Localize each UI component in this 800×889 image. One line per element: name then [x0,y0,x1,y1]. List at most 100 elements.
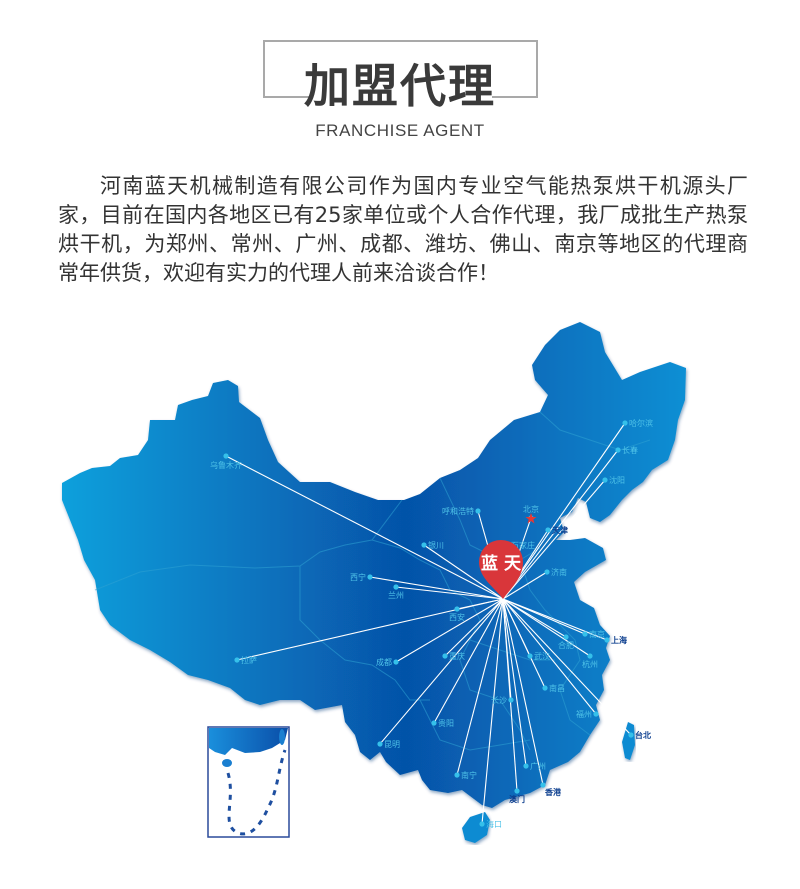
city-label: 西宁 [350,572,366,582]
city-label: 济南 [551,567,567,577]
city-dot[interactable] [615,447,621,453]
taiwan-island-shape [622,722,635,760]
city-label: 石家庄 [511,540,535,550]
city-dot[interactable] [454,606,460,612]
city-dot[interactable] [545,527,551,533]
city-dot[interactable] [582,631,588,637]
city-label: 广州 [530,761,546,771]
connection-line [456,598,504,776]
city-dot[interactable] [544,569,550,575]
city-dot[interactable] [602,477,608,483]
city-label: 福州 [576,710,592,719]
city-label: 拉萨 [241,655,257,665]
city-label: 成都 [376,657,392,667]
city-dot[interactable] [367,574,373,580]
city-label: 乌鲁木齐 [210,460,242,470]
page-subtitle: FRANCHISE AGENT [315,121,485,140]
connection-line [444,598,504,657]
connection-line [502,598,591,657]
city-label: 呼和浩特 [442,506,474,516]
city-dot[interactable] [479,821,485,827]
title-frame-right-tail [492,96,538,98]
city-label: 重庆 [449,651,465,661]
connection-line [502,479,606,600]
title-frame [263,40,538,98]
china-mainland-shape [62,322,686,808]
connection-line [502,598,544,786]
province-borders [94,411,651,751]
city-label: 哈尔滨 [629,418,653,428]
city-label: 昆明 [384,740,400,749]
city-label: 杭州 [582,659,598,669]
city-dot[interactable] [563,634,569,640]
china-agent-map: 乌鲁木齐呼和浩特 北京天津石家庄 银川济南西宁兰州西安 哈尔滨长春沈阳拉萨 成都 重庆 武汉… [0,300,800,889]
city-dot[interactable] [622,420,628,426]
city-dot[interactable] [587,653,593,659]
connection-line [502,422,626,600]
connection-line [433,598,504,724]
city-label: 合肥 [558,640,574,650]
connection-line [502,598,632,736]
city-label: 贵阳 [438,718,454,728]
pin-label: 蓝 天 [481,554,522,574]
connection-line [225,455,504,600]
city-label: 南昌 [549,683,565,693]
city-label: 西安 [449,612,465,622]
location-pin-marker[interactable]: 蓝 天 [479,540,523,599]
city-dot[interactable] [377,741,383,747]
city-label: 兰州 [388,590,404,600]
connection-line [502,598,608,641]
connection-line [481,598,504,825]
connection-line [369,576,504,600]
city-label: 北京 [523,504,539,514]
connection-line [502,598,597,715]
page-title: 加盟代理 [304,59,496,113]
city-dot[interactable] [454,772,460,778]
city-dot[interactable] [604,637,610,643]
city-label: 台北 [635,730,651,740]
city-dot[interactable] [540,782,546,788]
city-dot[interactable] [393,584,399,590]
city-dot[interactable] [475,508,481,514]
city-label: 长沙 [491,695,507,705]
city-dot[interactable] [527,653,533,659]
city-dot[interactable] [393,659,399,665]
city-label: 武汉 [534,651,550,661]
hainan-island-shape [462,812,490,843]
connection-line [502,598,518,792]
city-dot[interactable] [542,685,548,691]
city-label: 香港 [544,787,562,797]
city-label: 澳门 [509,794,525,804]
city-dot[interactable] [234,657,240,663]
connection-line [502,598,527,767]
south-china-sea-inset [207,726,290,838]
connection-line [502,571,548,600]
city-dot[interactable] [628,732,634,738]
city-dot[interactable] [421,542,427,548]
city-label: 沈阳 [609,475,625,485]
city-label: 海口 [486,819,502,829]
intro-paragraph: 河南蓝天机械制造有限公司作为国内专业空气能热泵烘干机源头厂家，目前在国内各地区已… [58,174,748,285]
connection-line [502,449,619,600]
city-dot[interactable] [223,453,229,459]
city-dot[interactable] [523,763,529,769]
city-label: 南宁 [461,770,477,780]
city-label: 长春 [622,445,638,455]
connection-line [395,598,504,663]
city-label: 银川 [428,540,444,550]
connection-line [502,598,546,689]
city-label: 天津 [552,525,568,535]
beijing-star-icon [525,513,537,524]
connection-line [423,544,504,600]
city-dot[interactable] [431,720,437,726]
city-dot[interactable] [508,697,514,703]
city-label: 上海 [611,635,627,645]
title-frame-left-tail [263,96,309,98]
city-dot[interactable] [442,653,448,659]
connection-line [395,586,504,600]
city-dot[interactable] [514,788,520,794]
pin-icon [479,540,523,599]
city-dot[interactable] [593,711,599,717]
